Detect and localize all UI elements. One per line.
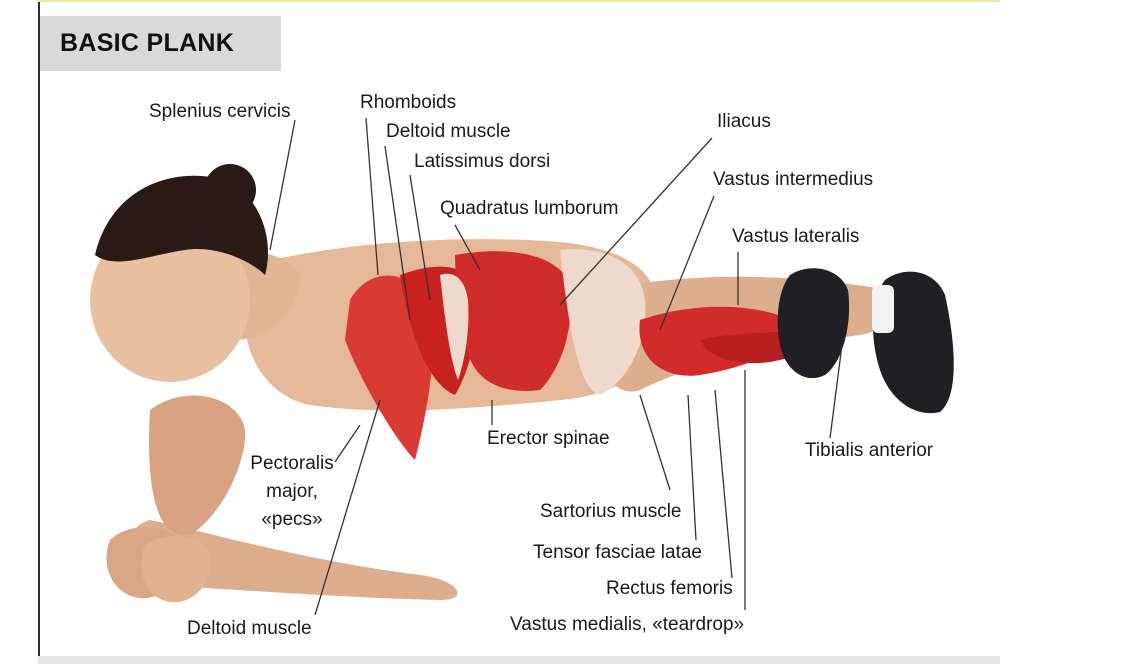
leader-deltoid-top bbox=[384, 145, 411, 321]
label-tibialis-anterior: Tibialis anterior bbox=[805, 440, 934, 461]
quadratus-muscle-shape bbox=[455, 251, 571, 391]
leader-deltoid-bottom bbox=[314, 399, 381, 616]
label-pectoralis-major: Pectoralis major, «pecs» bbox=[244, 453, 340, 531]
leader-splenius bbox=[269, 119, 296, 251]
label-sartorius-muscle: Sartorius muscle bbox=[540, 501, 682, 522]
upper-arm-shape bbox=[149, 395, 246, 536]
label-erector-spinae: Erector spinae bbox=[487, 428, 610, 449]
leader-quadratus bbox=[454, 224, 481, 271]
label-rectus-femoris: Rectus femoris bbox=[606, 578, 733, 599]
forearm-shape bbox=[126, 520, 458, 600]
shoe-shape-2 bbox=[777, 268, 850, 379]
bottom-rule bbox=[38, 656, 1000, 664]
label-quadratus-lumborum: Quadratus lumborum bbox=[440, 198, 619, 219]
leader-lines bbox=[269, 117, 843, 616]
label-tensor-fasciae-latae: Tensor fasciae latae bbox=[533, 542, 702, 563]
page-title: BASIC PLANK bbox=[60, 29, 235, 57]
label-pectoralis-line2: major, bbox=[266, 481, 318, 502]
label-iliacus: Iliacus bbox=[717, 111, 771, 132]
hair-bun bbox=[204, 164, 256, 216]
tendon-band-shape bbox=[560, 249, 646, 395]
title-box: BASIC PLANK bbox=[40, 16, 281, 71]
hand-shape-2 bbox=[141, 536, 211, 603]
leader-tensor bbox=[687, 394, 697, 541]
leader-rhomboids bbox=[365, 117, 379, 276]
leader-pectoralis bbox=[334, 424, 361, 463]
tendon-band-shape-2 bbox=[440, 273, 469, 380]
label-pectoralis-line1: Pectoralis bbox=[250, 453, 334, 474]
leader-rectus bbox=[714, 389, 733, 579]
leader-latissimus bbox=[409, 174, 431, 301]
label-pectoralis-line3: «pecs» bbox=[261, 509, 323, 530]
label-latissimus-dorsi: Latissimus dorsi bbox=[414, 151, 551, 172]
label-rhomboids: Rhomboids bbox=[360, 92, 457, 113]
leader-iliacus bbox=[559, 137, 713, 306]
label-vastus-medialis: Vastus medialis, «teardrop» bbox=[510, 614, 745, 635]
leader-vastus-intermedius bbox=[659, 195, 715, 331]
leader-sartorius bbox=[639, 394, 671, 491]
label-vastus-lateralis: Vastus lateralis bbox=[732, 226, 860, 247]
label-vastus-intermedius: Vastus intermedius bbox=[713, 169, 874, 190]
top-rule bbox=[38, 0, 1000, 2]
label-deltoid-muscle-top: Deltoid muscle bbox=[386, 121, 511, 142]
sock-shape bbox=[872, 285, 894, 333]
leader-tibialis bbox=[829, 344, 843, 439]
label-splenius-cervicis: Splenius cervicis bbox=[149, 101, 291, 122]
label-deltoid-muscle-bottom: Deltoid muscle bbox=[187, 618, 312, 639]
